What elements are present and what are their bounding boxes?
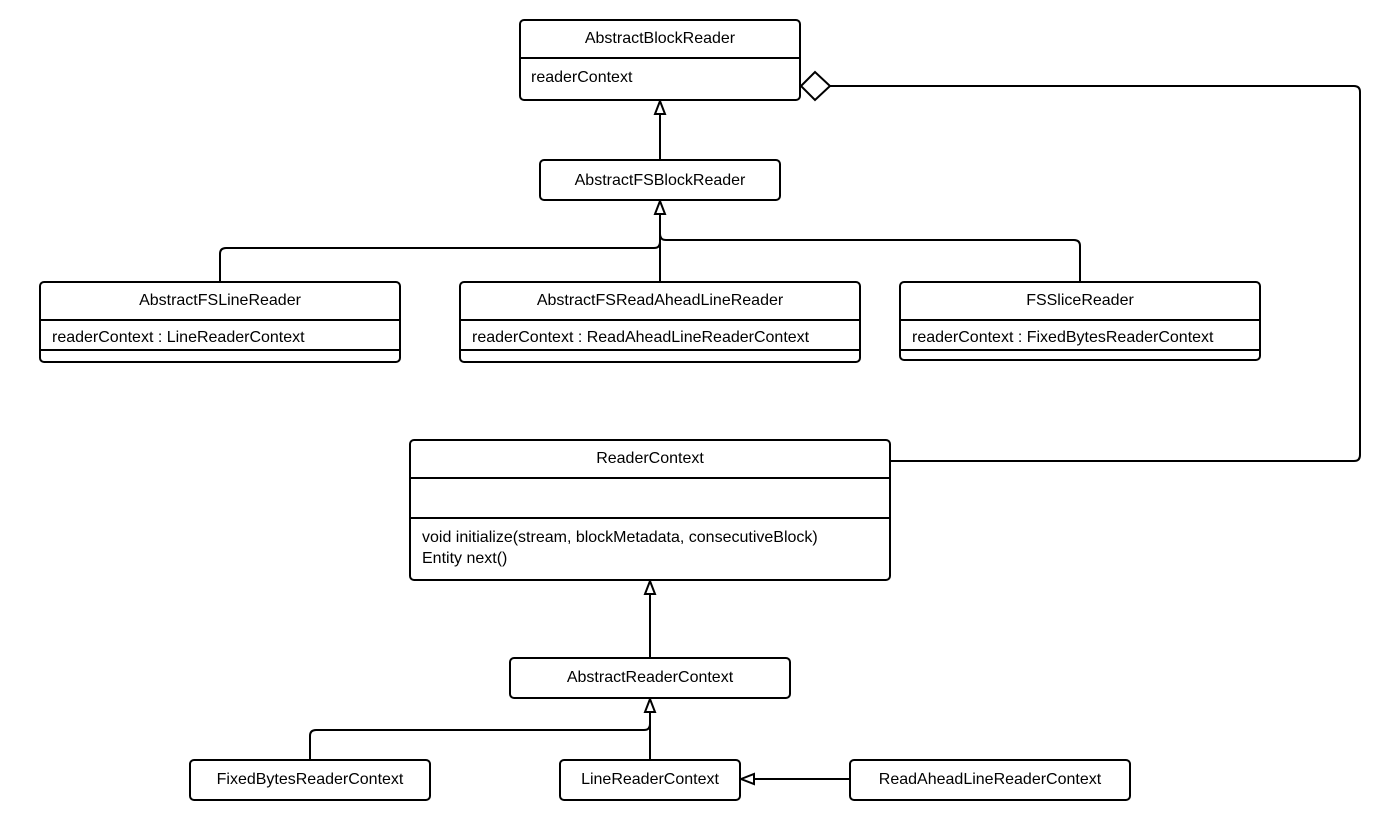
class-abstract-reader-context[interactable]: AbstractReaderContext [509, 657, 791, 699]
class-name: FixedBytesReaderContext [217, 771, 404, 788]
generalization-fixedbytes-to-abstractreadercontext [309, 712, 651, 760]
class-name: ReadAheadLineReaderContext [879, 771, 1102, 788]
generalization-fslinereader-to-fsblockreader [219, 214, 661, 282]
class-attribute: readerContext [531, 69, 633, 86]
class-abstract-fs-line-reader[interactable]: AbstractFSLineReader readerContext : Lin… [39, 281, 401, 363]
class-name: AbstractFSLineReader [139, 292, 302, 309]
class-name: LineReaderContext [581, 771, 719, 788]
class-name: ReaderContext [596, 450, 704, 467]
class-line-reader-context[interactable]: LineReaderContext [559, 759, 741, 801]
aggregation-diamond [799, 70, 832, 102]
class-name: AbstractReaderContext [567, 669, 734, 686]
class-name: AbstractFSBlockReader [575, 172, 746, 189]
class-attribute: readerContext : FixedBytesReaderContext [912, 329, 1214, 346]
generalization-arrowhead [653, 98, 667, 115]
class-fs-slice-reader[interactable]: FSSliceReader readerContext : FixedBytes… [899, 281, 1261, 361]
connectors [219, 85, 1361, 780]
class-reader-context[interactable]: ReaderContext void initialize(stream, bl… [409, 439, 891, 581]
aggregation-readercontext-to-blockreader [830, 85, 1361, 462]
class-operation: void initialize(stream, blockMetadata, c… [422, 529, 818, 546]
class-fixed-bytes-reader-context[interactable]: FixedBytesReaderContext [189, 759, 431, 801]
generalization-fsslicereader-to-fsblockreader [659, 214, 1081, 282]
generalization-arrowhead [643, 696, 657, 713]
class-attribute: readerContext : LineReaderContext [52, 329, 305, 346]
class-name: FSSliceReader [1026, 292, 1134, 309]
class-abstract-fs-read-ahead-line-reader[interactable]: AbstractFSReadAheadLineReader readerCont… [459, 281, 861, 363]
class-attribute: readerContext : ReadAheadLineReaderConte… [472, 329, 810, 346]
class-operation: Entity next() [422, 550, 507, 567]
class-abstract-block-reader[interactable]: AbstractBlockReader readerContext [519, 19, 801, 101]
arrowheads [643, 70, 832, 786]
class-abstract-fs-block-reader[interactable]: AbstractFSBlockReader [539, 159, 781, 201]
generalization-arrowhead [643, 578, 657, 595]
generalization-arrowhead [738, 772, 755, 786]
generalization-arrowhead [653, 198, 667, 215]
class-name: AbstractFSReadAheadLineReader [537, 292, 784, 309]
class-name: AbstractBlockReader [585, 30, 736, 47]
class-read-ahead-line-reader-context[interactable]: ReadAheadLineReaderContext [849, 759, 1131, 801]
